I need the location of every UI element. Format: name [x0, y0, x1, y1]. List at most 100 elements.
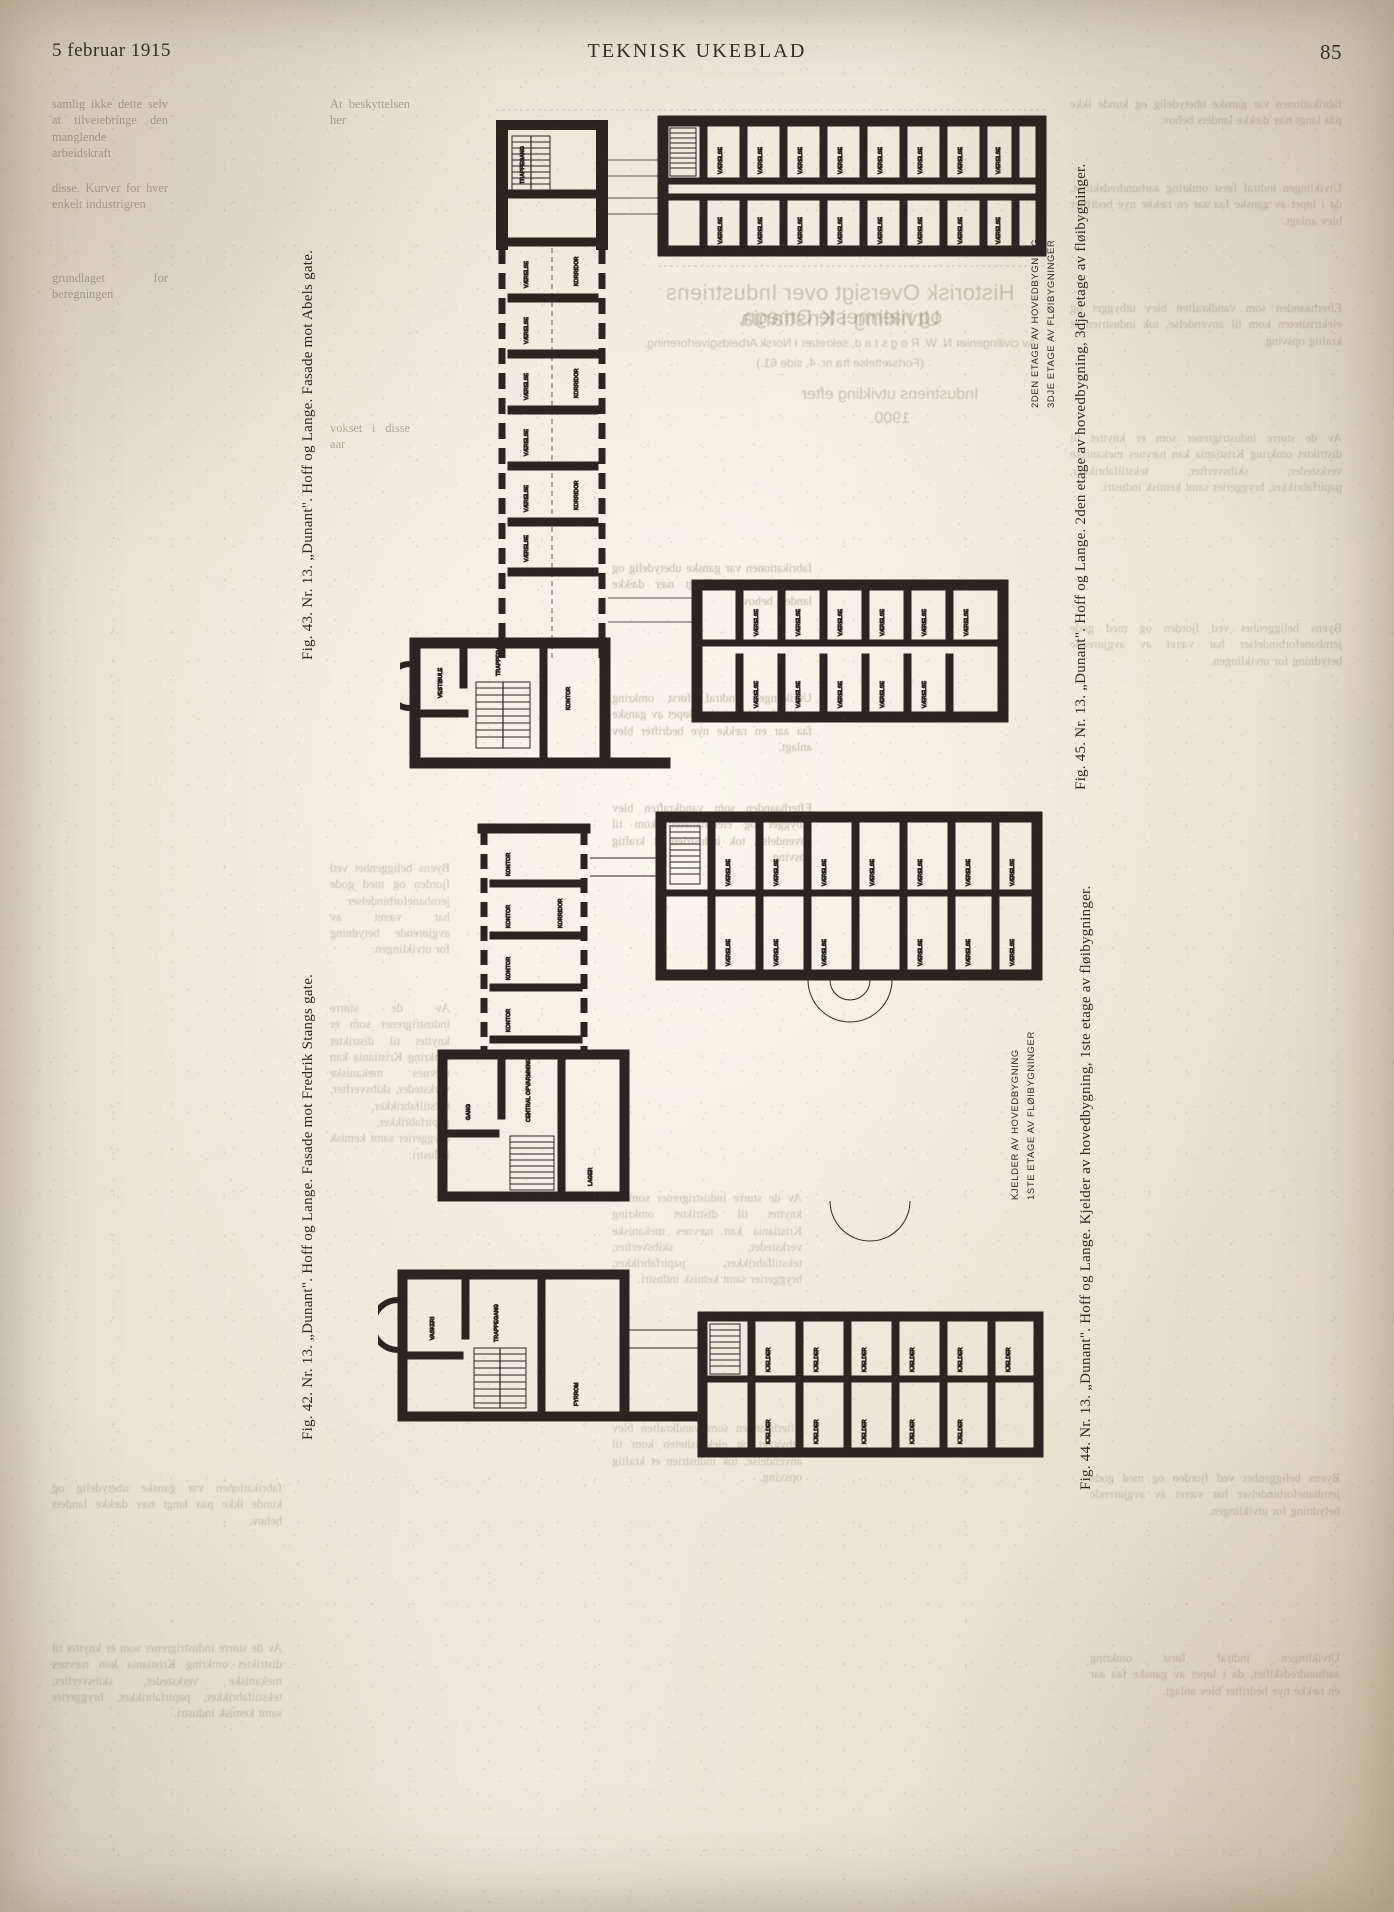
figure-45-floorplan-drawing: VÆRELSE VÆRELSE VÆRELSE VÆRELSE VÆRELSE …	[400, 98, 1060, 798]
svg-text:VÆRELSE: VÆRELSE	[966, 939, 972, 966]
svg-text:KJELDER: KJELDER	[814, 1347, 820, 1372]
svg-text:VÆRELSE: VÆRELSE	[838, 217, 844, 244]
col-mid-frag-1: At beskyttelsen her	[330, 97, 410, 128]
page-header: 5 februar 1915 TEKNISK UKEBLAD 85	[0, 40, 1394, 74]
svg-text:VÆRELSE: VÆRELSE	[524, 429, 530, 456]
svg-text:VÆRELSE: VÆRELSE	[718, 147, 724, 174]
svg-text:VÆRELSE: VÆRELSE	[822, 939, 828, 966]
svg-text:VÆRELSE: VÆRELSE	[958, 147, 964, 174]
bleed-paragraph-3: Efterhaanden som vandkraften blev utbygg…	[1070, 301, 1342, 348]
svg-text:VÆRELSE: VÆRELSE	[796, 681, 802, 708]
svg-text:KJELDER: KJELDER	[910, 1419, 916, 1444]
svg-text:TRAPPEGANG: TRAPPEGANG	[520, 146, 526, 184]
svg-text:VÆRELSE: VÆRELSE	[838, 609, 844, 636]
svg-text:VÆRELSE: VÆRELSE	[918, 859, 924, 886]
bleed-paragraph-15: fabrikationen var ganske ubetydelig og k…	[52, 1481, 282, 1528]
bleed-paragraph-4: Av de større industrigrener som er knytt…	[1070, 431, 1342, 494]
svg-text:VÆRELSE: VÆRELSE	[524, 373, 530, 400]
svg-text:KONTOR: KONTOR	[506, 905, 512, 928]
svg-text:VÆRELSE: VÆRELSE	[1010, 859, 1016, 886]
header-page-number: 85	[1320, 40, 1342, 64]
svg-text:GANG: GANG	[466, 1104, 472, 1120]
svg-text:VÆRELSE: VÆRELSE	[996, 217, 1002, 244]
svg-text:VÆRELSE: VÆRELSE	[922, 609, 928, 636]
svg-text:KJELDER: KJELDER	[766, 1419, 772, 1444]
svg-text:VÆRELSE: VÆRELSE	[524, 535, 530, 562]
svg-text:VÆRELSE: VÆRELSE	[726, 939, 732, 966]
svg-text:KORRIDOR: KORRIDOR	[574, 368, 580, 398]
svg-text:KJELDER: KJELDER	[862, 1419, 868, 1444]
svg-text:VÆRELSE: VÆRELSE	[718, 217, 724, 244]
svg-text:VASKERI: VASKERI	[430, 1316, 436, 1340]
svg-text:KORRIDOR: KORRIDOR	[574, 256, 580, 286]
svg-text:KJELDER: KJELDER	[958, 1419, 964, 1444]
svg-text:VÆRELSE: VÆRELSE	[822, 859, 828, 886]
svg-text:KONTOR: KONTOR	[566, 687, 572, 710]
svg-text:VÆRELSE: VÆRELSE	[878, 147, 884, 174]
svg-text:KONTOR: KONTOR	[506, 1009, 512, 1032]
svg-text:VÆRELSE: VÆRELSE	[838, 147, 844, 174]
svg-text:VÆRELSE: VÆRELSE	[918, 217, 924, 244]
svg-text:VÆRELSE: VÆRELSE	[524, 317, 530, 344]
svg-text:VÆRELSE: VÆRELSE	[524, 485, 530, 512]
header-date: 5 februar 1915	[52, 40, 171, 61]
bleed-paragraph-2: Utviklingen indtraf først omkring aarhun…	[1070, 181, 1342, 228]
svg-text:VESTIBULE: VESTIBULE	[438, 667, 444, 698]
svg-text:KJELDER: KJELDER	[958, 1347, 964, 1372]
svg-text:VÆRELSE: VÆRELSE	[964, 609, 970, 636]
figure-43-elevation-drawing	[92, 88, 292, 688]
figure-44-caption: Fig. 44. Nr. 13. „Dunant". Hoff og Lange…	[1078, 885, 1094, 1490]
svg-text:KONTOR: KONTOR	[506, 957, 512, 980]
svg-text:KJELDER: KJELDER	[766, 1347, 772, 1372]
svg-text:VÆRELSE: VÆRELSE	[966, 859, 972, 886]
figure-43-caption: Fig. 43. Nr. 13. „Dunant". Hoff og Lange…	[300, 249, 316, 660]
figure-42-elevation-drawing	[92, 820, 292, 1440]
header-publication-title: TEKNISK UKEBLAD	[587, 40, 807, 62]
svg-text:KORRIDOR: KORRIDOR	[558, 898, 564, 928]
svg-text:VÆRELSE: VÆRELSE	[880, 609, 886, 636]
svg-text:VÆRELSE: VÆRELSE	[754, 681, 760, 708]
svg-text:VÆRELSE: VÆRELSE	[796, 609, 802, 636]
svg-text:VÆRELSE: VÆRELSE	[958, 217, 964, 244]
bleed-paragraph-13: Byens beliggenhet ved fjorden og med god…	[1090, 1471, 1340, 1518]
svg-text:VÆRELSE: VÆRELSE	[758, 217, 764, 244]
svg-text:VÆRELSE: VÆRELSE	[1010, 939, 1016, 966]
svg-text:VÆRELSE: VÆRELSE	[798, 217, 804, 244]
svg-text:KONTOR: KONTOR	[506, 853, 512, 876]
svg-text:VÆRELSE: VÆRELSE	[798, 147, 804, 174]
bleed-paragraph-1: fabrikationen var ganske ubetydelig og k…	[1070, 97, 1342, 128]
figure-42-caption: Fig. 42. Nr. 13. „Dunant". Hoff og Lange…	[300, 973, 316, 1440]
svg-text:VÆRELSE: VÆRELSE	[524, 261, 530, 288]
svg-text:CENTRAL OPVARMNING: CENTRAL OPVARMNING	[526, 1058, 532, 1122]
svg-text:VÆRELSE: VÆRELSE	[774, 859, 780, 886]
bleed-paragraph-14: Utviklingen indtraf først omkring aarhun…	[1090, 1651, 1340, 1698]
bleed-paragraph-5: Byens beliggenhet ved fjorden og med god…	[1070, 621, 1342, 668]
figure-44-plan-legend-1: KJELDER AV HOVEDBYGNING	[1010, 1049, 1021, 1200]
svg-text:VÆRELSE: VÆRELSE	[758, 147, 764, 174]
svg-text:TRAPPEGANG: TRAPPEGANG	[496, 638, 502, 676]
svg-text:KJELDER: KJELDER	[1006, 1347, 1012, 1372]
svg-text:VÆRELSE: VÆRELSE	[870, 859, 876, 886]
svg-text:KJELDER: KJELDER	[862, 1347, 868, 1372]
svg-text:VÆRELSE: VÆRELSE	[996, 147, 1002, 174]
svg-text:VÆRELSE: VÆRELSE	[754, 609, 760, 636]
svg-text:VÆRELSE: VÆRELSE	[774, 939, 780, 966]
svg-text:VÆRELSE: VÆRELSE	[918, 939, 924, 966]
svg-text:KJELDER: KJELDER	[814, 1419, 820, 1444]
svg-text:VÆRELSE: VÆRELSE	[880, 681, 886, 708]
bleed-paragraph-16: Av de større industrigrener som er knytt…	[52, 1641, 282, 1721]
svg-text:VÆRELSE: VÆRELSE	[838, 681, 844, 708]
svg-text:KORRIDOR: KORRIDOR	[574, 480, 580, 510]
svg-text:VÆRELSE: VÆRELSE	[726, 859, 732, 886]
figure-45-plan-legend-1: 2DEN ETAGE AV HOVEDBYGNING	[1030, 238, 1041, 408]
svg-text:VÆRELSE: VÆRELSE	[878, 217, 884, 244]
svg-text:VÆRELSE: VÆRELSE	[922, 681, 928, 708]
svg-text:VÆRELSE: VÆRELSE	[918, 147, 924, 174]
col-mid-frag-2: vokset i disse aar	[330, 421, 410, 452]
svg-text:FYRROM: FYRROM	[574, 1382, 580, 1406]
svg-text:TRAPPEGANG: TRAPPEGANG	[494, 1304, 500, 1342]
figure-44-floorplan-drawing: VÆRELSE VÆRELSE VÆRELSE VÆRELSE VÆRELSE …	[378, 800, 1058, 1520]
svg-text:KJELDER: KJELDER	[910, 1347, 916, 1372]
svg-text:LAGER: LAGER	[588, 1167, 594, 1186]
